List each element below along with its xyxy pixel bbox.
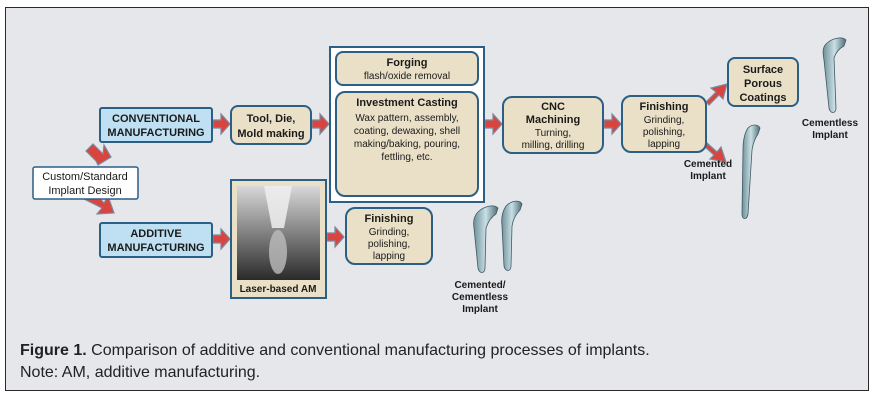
laser-am-label: Laser-based AM [240,284,317,295]
figure-label: Figure 1. [20,342,87,359]
cnc-title-line2: Machining [526,114,580,126]
design-label-line1: Custom/Standard [42,171,128,183]
cemented-label-line1: Cemented [684,159,732,170]
flow-arrows [82,83,728,251]
casting-line-2: coating, dewaxing, shell [354,126,460,137]
cemented-implant-icon [741,124,761,219]
conventional-label-line1: CONVENTIONAL [112,113,200,125]
coatings-line-2: Porous [744,78,782,90]
arrow-conventional-to-tooling [212,112,231,136]
additive-box [99,222,213,258]
tooling-label-line2: Mold making [237,128,304,140]
figure-caption: Figure 1. Comparison of additive and con… [20,340,850,384]
casting-line-4: fettling, etc. [381,152,432,163]
cnc-box [502,96,604,154]
laser-part-shape [269,230,287,274]
cementless-label-line2: Implant [812,130,848,141]
coatings-line-1: Surface [743,64,783,76]
finishing-conventional-line-2: polishing, [643,127,685,138]
finishing-conventional-line-3: lapping [648,139,680,150]
casting-box [335,91,479,197]
arrow-cnc-to-finishing [603,112,622,136]
both-label-line3: Implant [462,304,498,315]
conventional-label-line2: MANUFACTURING [107,127,204,139]
casting-line-3: making/baking, pouring, [354,139,460,150]
arrow-tooling-to-casting [311,112,330,136]
cementless-implant-icon [822,37,847,113]
finishing-additive-line-2: polishing, [368,239,410,250]
finishing-additive-box [345,207,433,265]
finishing-additive-title: Finishing [365,213,414,225]
casting-line-1: Wax pattern, assembly, [355,113,458,124]
caption-note: Note: AM, additive manufacturing. [20,364,261,381]
am-implant-icon-2 [501,200,523,271]
am-implant-icon-1 [473,205,499,273]
tooling-label-line1: Tool, Die, [247,113,296,125]
design-label-line2: Implant Design [48,185,121,197]
arrow-laser-to-finishing [326,225,345,249]
additive-label-line1: ADDITIVE [130,228,181,240]
caption-text: Comparison of additive and conventional … [91,342,650,359]
coatings-box [727,57,799,107]
laser-beam-shape [264,186,292,228]
both-label-line1: Cemented/ [454,280,505,291]
conventional-box [99,107,213,143]
cementless-label-line1: Cementless [802,118,859,129]
design-box [32,166,139,200]
arrow-casting-to-cnc [484,112,503,136]
cnc-line-1: Turning, [535,128,571,139]
arrow-additive-to-laser [212,227,231,251]
arrow-finishing-to-coatings [705,83,728,106]
cnc-title-line1: CNC [541,101,565,113]
forging-subtitle: flash/oxide removal [364,71,450,82]
arrow-design-to-conventional [85,143,112,166]
casting-title: Investment Casting [356,97,457,109]
cemented-label-line2: Implant [690,171,726,182]
additive-label-line2: MANUFACTURING [107,242,204,254]
cnc-line-2: milling, drilling [522,140,585,151]
both-label-line2: Cementless [452,292,509,303]
forging-box [335,51,479,86]
forging-title: Forging [387,57,428,69]
finishing-additive-line-3: lapping [373,251,405,262]
tooling-box [230,105,312,145]
finishing-conventional-box [621,95,707,153]
coatings-line-3: Coatings [739,92,786,104]
finishing-conventional-title: Finishing [640,101,689,113]
finishing-conventional-line-1: Grinding, [644,115,685,126]
finishing-additive-line-1: Grinding, [369,227,410,238]
